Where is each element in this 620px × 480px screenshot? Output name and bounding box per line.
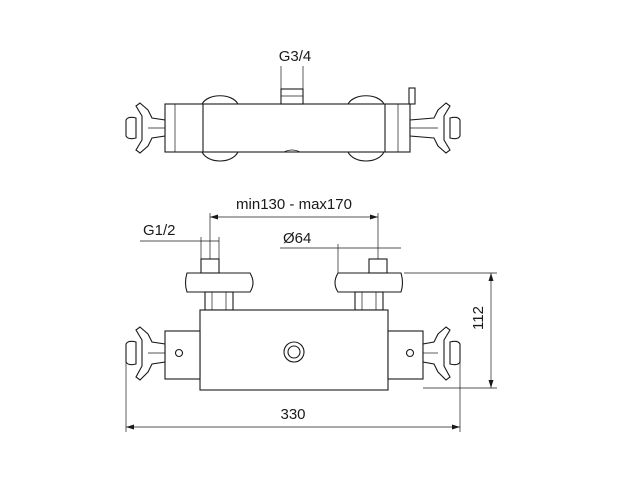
central-outlet-inner <box>287 345 301 359</box>
label-g34: G3/4 <box>279 48 312 65</box>
right-cap <box>334 272 404 293</box>
right-nut <box>354 291 384 311</box>
right-inlet-nipple <box>368 258 388 274</box>
label-center-distance: min130 - max170 <box>236 196 352 213</box>
label-height: 112 <box>470 306 487 330</box>
left-inlet-nipple <box>200 258 220 274</box>
top-view: G3/4 <box>125 48 461 162</box>
front-left-cross-handle <box>125 326 166 381</box>
front-right-cross-handle <box>422 326 461 381</box>
right-sleeve <box>387 330 424 380</box>
top-outlet <box>280 88 304 105</box>
top-body <box>164 103 411 153</box>
left-cap <box>184 272 254 293</box>
label-width: 330 <box>280 406 305 423</box>
front-view: min130 - max170 G1/2 Ø64 112 330 <box>125 196 497 432</box>
left-nut <box>204 291 234 311</box>
label-g12: G1/2 <box>143 222 176 239</box>
top-right-cross-handle <box>409 102 461 154</box>
label-diameter: Ø64 <box>283 230 311 247</box>
top-left-cross-handle <box>125 102 166 154</box>
top-pin <box>408 87 416 105</box>
